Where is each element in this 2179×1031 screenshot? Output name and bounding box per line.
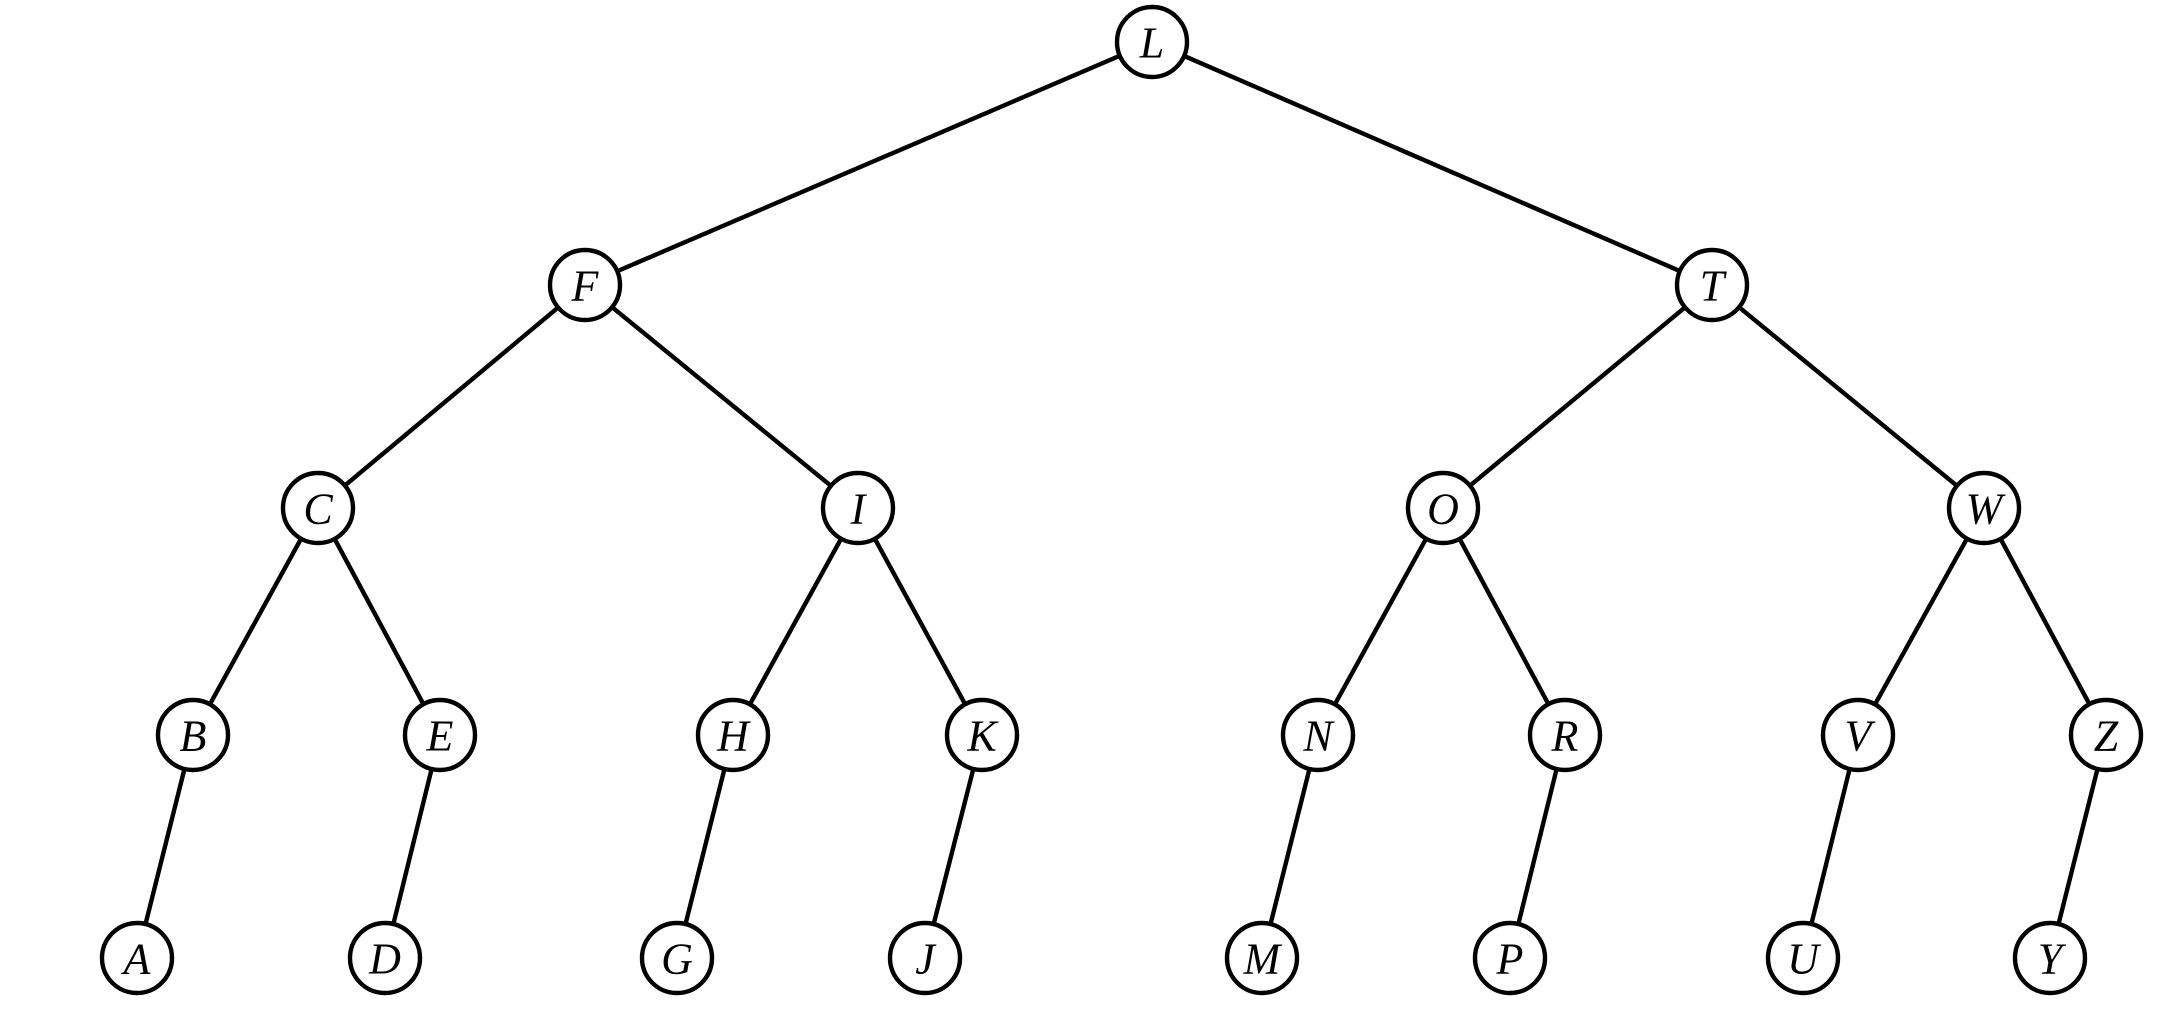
node-label-r: R <box>1551 712 1579 761</box>
tree-node-t[interactable]: T <box>1674 247 1750 323</box>
tree-edge-l-t <box>1181 53 1683 274</box>
node-label-n: N <box>1302 712 1335 761</box>
nodes-layer: L F T C I O W B E H K N R V Z A D G J M P U Y <box>99 4 2144 996</box>
node-circle-t <box>1674 247 1750 323</box>
tree-node-k[interactable]: K <box>944 697 1020 773</box>
node-label-c: C <box>303 485 333 534</box>
tree-edge-t-w <box>1736 304 1960 489</box>
node-label-z: Z <box>2094 712 2119 761</box>
node-circle-p <box>1472 920 1548 996</box>
tree-node-g[interactable]: G <box>639 920 715 996</box>
node-circle-b <box>155 697 231 773</box>
tree-edge-z-y <box>2056 766 2100 927</box>
node-label-f: F <box>571 262 600 311</box>
tree-edge-e-d <box>391 766 434 927</box>
node-circle-w <box>1946 470 2022 546</box>
node-label-j: J <box>915 935 937 984</box>
tree-edge-k-j <box>931 766 976 927</box>
node-label-t: T <box>1700 262 1728 311</box>
tree-node-m[interactable]: M <box>1224 920 1300 996</box>
node-label-a: A <box>121 935 152 984</box>
node-circle-r <box>1527 697 1603 773</box>
tree-node-c[interactable]: C <box>280 470 356 546</box>
node-circle-f <box>547 247 623 323</box>
tree-edge-f-c <box>342 305 561 488</box>
node-label-w: W <box>1966 485 2006 534</box>
tree-edge-o-n <box>1332 536 1429 707</box>
tree-node-v[interactable]: V <box>1820 697 1896 773</box>
tree-node-y[interactable]: Y <box>2012 920 2088 996</box>
tree-node-i[interactable]: I <box>820 470 896 546</box>
node-circle-m <box>1224 920 1300 996</box>
tree-edge-t-o <box>1467 305 1688 488</box>
node-circle-c <box>280 470 356 546</box>
tree-edge-v-u <box>1809 766 1852 927</box>
tree-edge-r-p <box>1516 766 1559 927</box>
node-circle-o <box>1405 470 1481 546</box>
tree-edge-c-b <box>207 536 304 707</box>
node-circle-d <box>347 920 423 996</box>
node-label-p: P <box>1496 935 1524 984</box>
tree-edge-c-e <box>332 536 426 707</box>
tree-node-p[interactable]: P <box>1472 920 1548 996</box>
tree-edge-l-f <box>614 53 1123 274</box>
node-label-m: M <box>1243 935 1283 984</box>
node-label-v: V <box>1845 712 1877 761</box>
tree-node-j[interactable]: J <box>887 920 963 996</box>
edges-layer <box>143 53 2100 927</box>
tree-node-r[interactable]: R <box>1527 697 1603 773</box>
tree-node-h[interactable]: H <box>695 697 771 773</box>
node-label-h: H <box>716 712 751 761</box>
tree-edge-w-v <box>1872 536 1970 707</box>
node-circle-j <box>887 920 963 996</box>
node-label-g: G <box>661 935 693 984</box>
tree-edge-h-g <box>683 766 727 927</box>
node-label-i: I <box>850 485 868 534</box>
node-circle-h <box>695 697 771 773</box>
tree-edge-b-a <box>143 766 187 927</box>
node-label-o: O <box>1427 485 1459 534</box>
tree-node-o[interactable]: O <box>1405 470 1481 546</box>
node-circle-u <box>1765 920 1841 996</box>
tree-node-n[interactable]: N <box>1280 697 1356 773</box>
node-label-d: D <box>368 935 401 984</box>
node-circle-e <box>402 697 478 773</box>
tree-node-d[interactable]: D <box>347 920 423 996</box>
node-circle-v <box>1820 697 1896 773</box>
tree-node-l[interactable]: L <box>1114 4 1190 80</box>
node-label-k: K <box>966 712 999 761</box>
tree-node-e[interactable]: E <box>402 697 478 773</box>
tree-edge-i-h <box>747 536 844 707</box>
node-label-e: E <box>426 712 454 761</box>
tree-node-f[interactable]: F <box>547 247 623 323</box>
node-circle-g <box>639 920 715 996</box>
tree-edge-n-m <box>1268 766 1312 927</box>
node-label-l: L <box>1139 19 1164 68</box>
node-circle-l <box>1114 4 1190 80</box>
tree-edge-f-i <box>609 304 834 489</box>
node-label-u: U <box>1787 935 1822 984</box>
node-circle-z <box>2068 697 2144 773</box>
node-circle-n <box>1280 697 1356 773</box>
node-circle-y <box>2012 920 2088 996</box>
node-circle-i <box>820 470 896 546</box>
tree-edge-i-k <box>872 536 968 707</box>
tree-node-b[interactable]: B <box>155 697 231 773</box>
tree-node-z[interactable]: Z <box>2068 697 2144 773</box>
node-circle-k <box>944 697 1020 773</box>
tree-edge-w-z <box>1998 536 2092 707</box>
tree-node-u[interactable]: U <box>1765 920 1841 996</box>
tree-node-a[interactable]: A <box>99 920 175 996</box>
tree-edge-o-r <box>1457 536 1551 707</box>
node-label-y: Y <box>2038 935 2067 984</box>
node-circle-a <box>99 920 175 996</box>
node-label-b: B <box>180 712 207 761</box>
tree-node-w[interactable]: W <box>1946 470 2022 546</box>
